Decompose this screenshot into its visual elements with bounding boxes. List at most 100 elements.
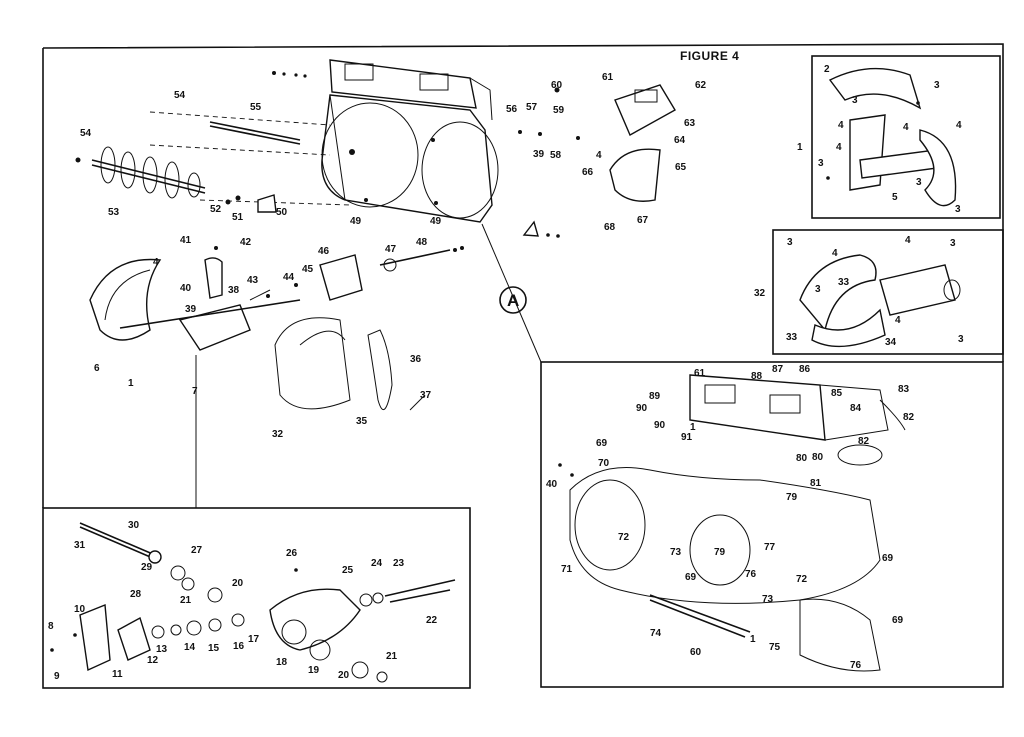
part-number-label: 4 <box>596 150 602 161</box>
part-number-label: 59 <box>553 105 565 116</box>
impeller-assembly-detail <box>799 254 961 348</box>
part-number-label: 76 <box>745 569 757 580</box>
part-number-label: 72 <box>618 532 630 543</box>
part-number-label: 21 <box>180 595 192 606</box>
part-number-label: 42 <box>240 237 252 248</box>
part-number-label: 34 <box>885 337 897 348</box>
part-number-label: 20 <box>338 670 350 681</box>
part-number-label: 3 <box>916 177 922 188</box>
part-number-label: 25 <box>342 565 354 576</box>
part-number-label: 73 <box>670 547 682 558</box>
part-number-label: 3 <box>818 158 824 169</box>
part-number-label: 18 <box>276 657 288 668</box>
part-number-label: 28 <box>130 589 142 600</box>
part-number-label: 87 <box>772 364 784 375</box>
part-number-label: 41 <box>180 235 192 246</box>
chute-assembly <box>518 84 676 238</box>
part-number-label: 70 <box>598 458 610 469</box>
part-number-label: 49 <box>350 216 362 227</box>
part-number-label: 10 <box>74 604 86 615</box>
part-number-label: 9 <box>54 671 60 682</box>
part-number-label: 35 <box>356 416 368 427</box>
part-number-label: 75 <box>769 642 781 653</box>
part-number-label: 32 <box>754 288 766 299</box>
part-number-label: 39 <box>185 304 197 315</box>
part-number-label: 50 <box>276 207 288 218</box>
part-number-label: 77 <box>764 542 776 553</box>
part-number-label: 54 <box>174 90 186 101</box>
part-number-label: 80 <box>796 453 808 464</box>
part-number-label: 62 <box>695 80 707 91</box>
part-number-label: 3 <box>815 284 821 295</box>
part-number-label: 67 <box>637 215 649 226</box>
part-number-label: 5 <box>892 192 898 203</box>
part-number-label: 43 <box>247 275 259 286</box>
part-number-label: 3 <box>958 334 964 345</box>
housing-detail <box>558 374 906 672</box>
diagram-frames <box>42 43 1004 689</box>
part-number-label: 4 <box>903 122 909 133</box>
auger-shaft-assembly <box>75 111 438 213</box>
part-number-label: 48 <box>416 237 428 248</box>
part-number-label: 57 <box>526 102 538 113</box>
part-number-label: 90 <box>636 403 648 414</box>
part-number-label: 45 <box>302 264 314 275</box>
callout-letter-a: A <box>507 291 519 310</box>
part-number-label: 4 <box>905 235 911 246</box>
impeller-detail <box>826 67 957 207</box>
part-number-label: 8 <box>48 621 54 632</box>
part-number-label: 69 <box>685 572 697 583</box>
part-number-label: 3 <box>955 204 961 215</box>
part-number-label: 33 <box>786 332 798 343</box>
part-number-label: 21 <box>386 651 398 662</box>
part-number-label: 81 <box>810 478 822 489</box>
part-number-label: 26 <box>286 548 298 559</box>
part-number-label: 4 <box>956 120 962 131</box>
part-number-label: 46 <box>318 246 330 257</box>
part-number-label: 1 <box>128 378 134 389</box>
part-number-label: 6 <box>94 363 100 374</box>
part-number-label: 84 <box>850 403 862 414</box>
part-number-label: 61 <box>694 368 706 379</box>
part-number-label: 74 <box>650 628 662 639</box>
part-number-label: 4 <box>836 142 842 153</box>
part-number-label: 4 <box>895 315 901 326</box>
part-number-label: 11 <box>112 669 123 680</box>
part-number-label: 19 <box>308 665 320 676</box>
part-number-label: 24 <box>371 558 383 569</box>
part-number-label: 31 <box>74 540 86 551</box>
part-number-label: 73 <box>762 594 774 605</box>
figure-title: FIGURE 4 <box>680 49 739 63</box>
part-number-label: 71 <box>561 564 573 575</box>
part-number-label: 90 <box>654 420 666 431</box>
part-number-label: 83 <box>898 384 910 395</box>
part-number-label: 49 <box>430 216 442 227</box>
part-number-label: 13 <box>156 644 168 655</box>
part-number-label: 66 <box>582 167 594 178</box>
part-number-label: 40 <box>180 283 192 294</box>
part-number-label: 47 <box>385 244 397 255</box>
part-number-label: 79 <box>786 492 798 503</box>
part-number-label: 1 <box>750 634 756 645</box>
part-number-label: 3 <box>787 237 793 248</box>
part-number-label: 53 <box>108 207 120 218</box>
part-number-label: 23 <box>393 558 405 569</box>
gearbox-detail <box>50 522 456 683</box>
part-number-label: 60 <box>551 80 563 91</box>
part-number-label: 82 <box>903 412 915 423</box>
part-number-label: 2 <box>824 64 830 75</box>
housing-assembly <box>272 59 499 223</box>
part-number-label: 86 <box>799 364 811 375</box>
part-number-label: 4 <box>832 248 838 259</box>
part-number-label: 61 <box>602 72 614 83</box>
part-number-label: 17 <box>248 634 260 645</box>
part-number-label: 58 <box>550 150 562 161</box>
part-number-label: 69 <box>892 615 904 626</box>
part-number-label: 51 <box>232 212 244 223</box>
part-number-label: 69 <box>882 553 894 564</box>
